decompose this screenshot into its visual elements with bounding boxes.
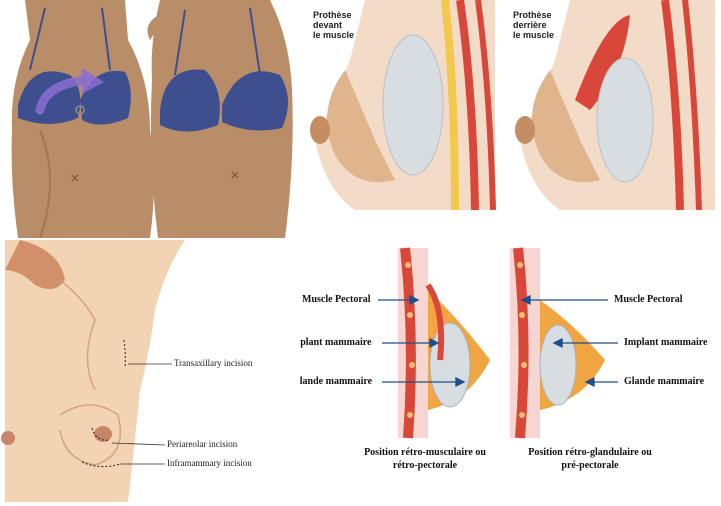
section-behind-muscle xyxy=(515,0,715,210)
label-inframammary-incision: Inframammary incision xyxy=(167,458,252,468)
section-front-of-muscle xyxy=(310,0,496,210)
label-left-muscle: Muscle Pectoral xyxy=(302,294,371,305)
periareolar-incision-mark xyxy=(91,427,111,441)
label-periareolar-incision: Periareolar incision xyxy=(167,439,238,449)
before-after-illustration xyxy=(11,0,293,238)
incision-illustration xyxy=(1,240,185,502)
implant-position-diagram: Muscle Pectoral Implant mammaire Glande … xyxy=(300,240,721,506)
before-after-photos xyxy=(0,0,300,238)
placement-cross-sections: Prothèse devant le muscle Prothèse derri… xyxy=(305,0,721,210)
cross-section-illustration xyxy=(310,0,715,210)
label-front-of-muscle: Prothèse devant le muscle xyxy=(313,10,355,40)
caption-retro-glandular: Position rétro-glandulaire ou pré-pector… xyxy=(528,447,652,471)
enlargement-arrow xyxy=(35,75,90,115)
label-left-implant: Implant mammaire xyxy=(300,337,372,348)
caption-retro-muscular: Position rétro-musculaire ou rétro-pecto… xyxy=(364,447,486,471)
label-transaxillary-incision: Transaxillary incision xyxy=(174,358,253,368)
incision-sites-diagram: Transaxillary incision Periareolar incis… xyxy=(0,240,300,506)
label-right-implant: Implant mammaire xyxy=(624,337,708,348)
transaxillary-incision-mark xyxy=(123,339,126,369)
label-right-gland: Glande mammaire xyxy=(624,376,705,387)
label-left-gland: Glande mammaire xyxy=(300,376,373,387)
label-behind-muscle: Prothèse derrière le muscle xyxy=(513,10,555,40)
label-right-muscle: Muscle Pectoral xyxy=(614,294,683,305)
torso-after xyxy=(147,0,293,238)
torso-before xyxy=(11,0,154,238)
implant-position-illustration xyxy=(378,247,618,439)
